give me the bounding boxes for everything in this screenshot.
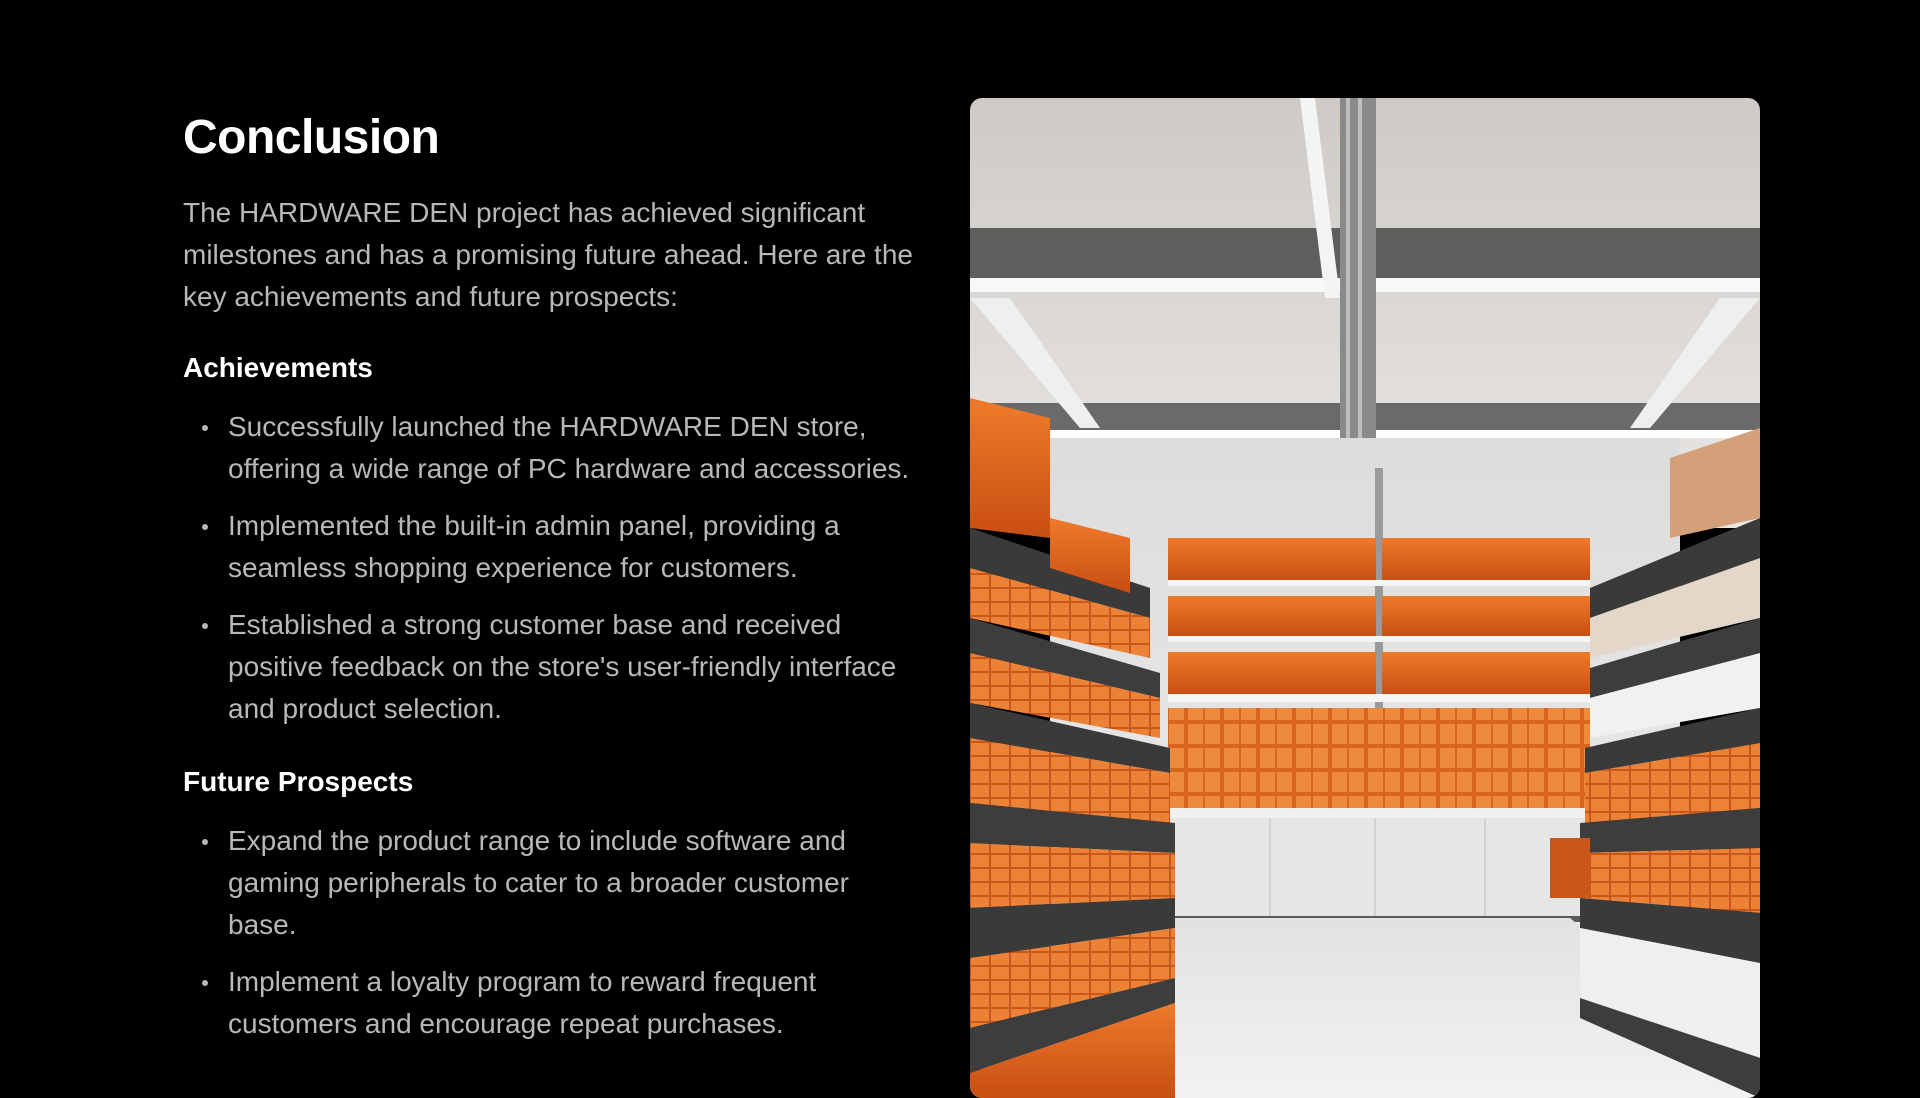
list-item: Implement a loyalty program to reward fr… <box>183 961 913 1045</box>
achievements-heading: Achievements <box>183 352 373 383</box>
bullet-dot-icon <box>202 839 208 845</box>
list-item-text: Implement a loyalty program to reward fr… <box>228 966 817 1039</box>
store-interior-image <box>970 98 1760 1098</box>
list-item: Established a strong customer base and r… <box>183 604 913 730</box>
back-shelves <box>1168 538 1590 922</box>
list-item-text: Successfully launched the HARDWARE DEN s… <box>228 411 910 484</box>
list-item: Implemented the built-in admin panel, pr… <box>183 505 913 589</box>
text-column: Conclusion The HARDWARE DEN project has … <box>183 108 913 1060</box>
achievements-list: Successfully launched the HARDWARE DEN s… <box>183 406 913 730</box>
list-item-text: Implemented the built-in admin panel, pr… <box>228 510 840 583</box>
bullet-dot-icon <box>202 623 208 629</box>
bullet-dot-icon <box>202 980 208 986</box>
intro-paragraph: The HARDWARE DEN project has achieved si… <box>183 197 913 312</box>
slide-title: Conclusion <box>183 111 440 164</box>
future-prospects-heading: Future Prospects <box>183 766 414 797</box>
list-item-text: Established a strong customer base and r… <box>228 609 897 724</box>
bullet-dot-icon <box>202 425 208 431</box>
list-item: Expand the product range to include soft… <box>183 820 913 946</box>
future-prospects-list: Expand the product range to include soft… <box>183 820 913 1045</box>
list-item: Successfully launched the HARDWARE DEN s… <box>183 406 913 490</box>
right-shelves <box>1550 428 1760 1098</box>
bullet-dot-icon <box>202 524 208 530</box>
left-shelves <box>970 398 1175 1098</box>
list-item-text: Expand the product range to include soft… <box>228 825 849 940</box>
